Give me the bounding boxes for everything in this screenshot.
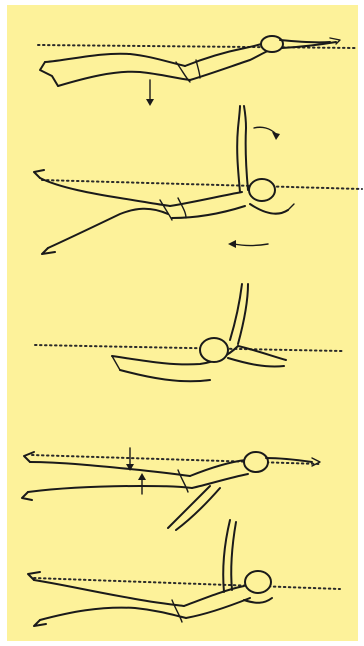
stage-1-chest (190, 50, 270, 80)
stage-2-trunks (160, 198, 186, 220)
stage-4-head (244, 452, 268, 472)
stage-4-arrow-up-icon (138, 473, 146, 480)
stage-2-leg-upper (40, 178, 170, 206)
stage-2-head (249, 179, 275, 201)
stage-4-waterline (32, 455, 320, 464)
stage-1-leg-upper (45, 54, 185, 66)
stage-2-bent-arm (250, 204, 288, 214)
stage-2-raised-arm (237, 106, 240, 192)
stage-2-hand (288, 204, 294, 210)
stage-2-waterline (42, 180, 362, 189)
stage-5-waterline (34, 578, 340, 589)
stage-5-trunks (172, 600, 182, 622)
stage-1-arm (280, 40, 330, 42)
stage-4-chest (192, 474, 248, 488)
stage-1-feet (40, 62, 58, 86)
stage-4-leg-lower (28, 486, 192, 492)
stage-2-arrow-curve-icon (272, 132, 280, 140)
stage-4-pull (22, 448, 320, 530)
stage-1-back (185, 42, 268, 66)
stage-1-leg-lower (58, 72, 190, 86)
stage-4-trunks (178, 470, 188, 492)
stage-5-raised-arm-inner (231, 522, 236, 590)
stage-5-leg-lower (40, 608, 186, 620)
stage-3-hand (112, 356, 120, 370)
stage-5-head (245, 571, 271, 593)
stage-2-arrow-shaft-bottom (234, 244, 268, 246)
stage-3-raised-arm-inner (238, 284, 248, 344)
stage-1-glide (38, 36, 355, 106)
stage-3-back-inner (228, 358, 284, 367)
stage-2-raised-arm-inner (244, 106, 248, 190)
stage-1-arrow-down-icon (146, 99, 154, 106)
stage-3-body-under (120, 370, 210, 381)
stage-2-arrow-left-icon (228, 240, 236, 248)
stage-3-head (200, 338, 228, 362)
stage-5-push (28, 520, 340, 626)
stage-1-head (261, 36, 283, 52)
stage-5-leg-upper (34, 580, 184, 606)
stage-4-arm (266, 458, 312, 462)
stage-3-back (238, 346, 286, 360)
stage-3-entry (35, 284, 342, 381)
stage-4-leg-upper (30, 462, 190, 476)
stage-4-feet (22, 452, 34, 500)
stage-4-pull-arm (168, 486, 210, 528)
stage-3-waterline (35, 345, 342, 351)
stage-5-raised-arm (223, 520, 230, 592)
stage-2-recovery (34, 106, 362, 254)
stage-4-pull-arm-inner (176, 488, 220, 530)
stage-2-leg-lower (48, 209, 168, 248)
